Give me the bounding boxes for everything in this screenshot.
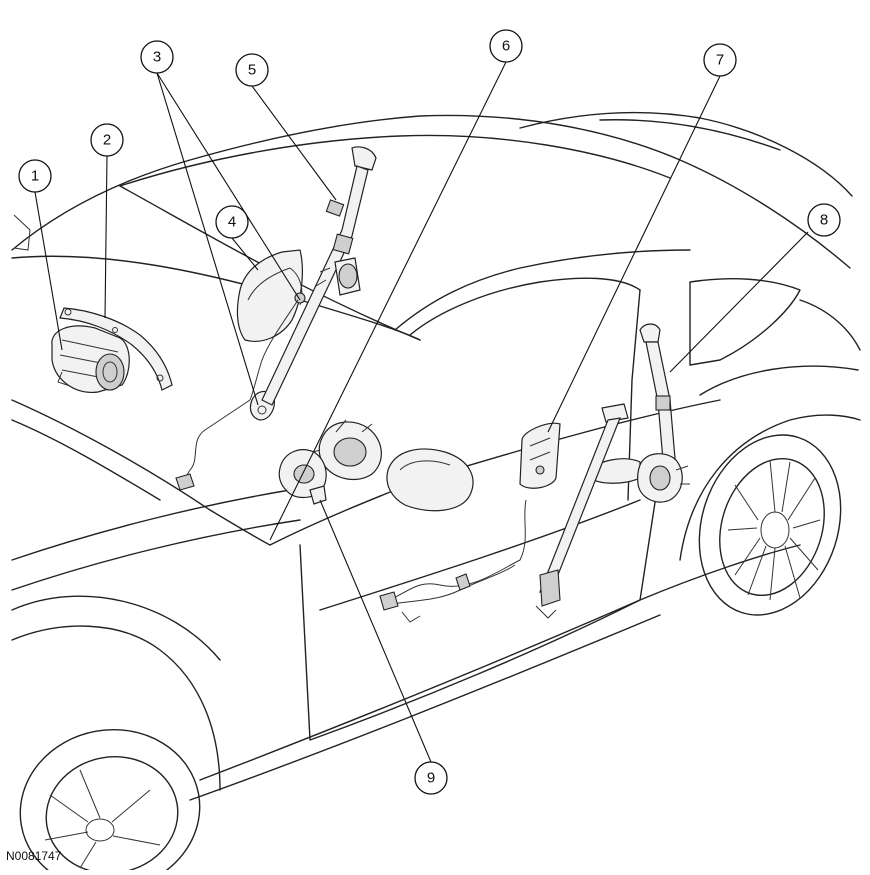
callout-4: 4 xyxy=(215,205,249,239)
callout-2: 2 xyxy=(90,123,124,157)
passenger-airbag-module xyxy=(51,325,130,393)
callout-5: 5 xyxy=(235,53,269,87)
seat-belt-buckle-lower xyxy=(535,403,629,619)
callout-1: 1 xyxy=(18,159,52,193)
side-mirror xyxy=(386,448,474,512)
callout-label-9: 9 xyxy=(427,770,435,787)
callout-label-5: 5 xyxy=(248,62,256,79)
callout-7: 7 xyxy=(703,43,737,77)
side-airbag-module xyxy=(236,249,306,342)
figure-id: N0081747 xyxy=(6,849,62,863)
callout-label-3: 3 xyxy=(153,49,161,66)
callout-label-6: 6 xyxy=(502,38,510,55)
front-wheel xyxy=(19,728,201,875)
instrument-panel-bracket xyxy=(59,307,173,391)
callout-8: 8 xyxy=(807,203,841,237)
callout-label-4: 4 xyxy=(228,214,236,231)
callout-label-8: 8 xyxy=(820,212,828,229)
callout-label-7: 7 xyxy=(716,52,724,69)
rear-seat-belt-retractor xyxy=(637,323,690,503)
leader-lines xyxy=(34,61,809,763)
callout-9: 9 xyxy=(414,761,448,795)
front-seat-belt-retractor xyxy=(261,146,377,406)
wiring-harness-door xyxy=(379,499,527,623)
callout-6: 6 xyxy=(489,29,523,63)
callout-3: 3 xyxy=(140,40,174,74)
rear-wheel xyxy=(698,434,842,616)
door-airbag-sensor xyxy=(519,422,561,489)
wiring-harness-front xyxy=(175,299,299,491)
callout-label-1: 1 xyxy=(31,168,39,185)
callout-label-2: 2 xyxy=(103,132,111,149)
